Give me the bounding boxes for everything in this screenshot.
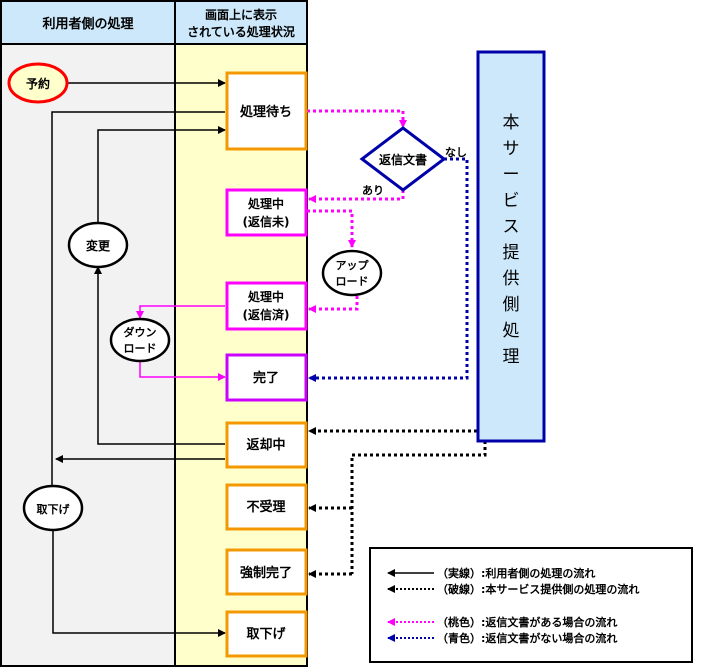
node-download-label-1: ダウン	[124, 325, 157, 339]
decision-label: 返信文書	[379, 152, 427, 167]
node-upload-label-1: アップ	[336, 258, 370, 272]
arrow-service-branch	[350, 441, 487, 574]
user-lane-title: 利用者側の処理	[42, 16, 133, 32]
arrow-withdraw-to-withdrawn	[52, 531, 226, 637]
decision-yes-label: あり	[362, 184, 384, 197]
decision-reply-document: 返信文書	[359, 126, 447, 192]
arrow-returning-to-change	[94, 266, 225, 445]
service-side-char: 側	[503, 295, 520, 315]
status-lane-title-1: 画面上に表示	[205, 7, 277, 22]
status-processing-replied: 処理中 (返信済)	[225, 281, 308, 331]
status-replied-label-1: 処理中	[247, 289, 284, 304]
node-change: 変更	[67, 221, 129, 269]
status-forced-complete-label: 強制完了	[240, 565, 292, 581]
user-lane-header	[1, 1, 175, 44]
status-forced-complete: 強制完了	[225, 548, 308, 596]
node-download: ダウン ロード	[109, 317, 171, 363]
service-side-char: 提	[503, 243, 520, 263]
arrow-waiting-to-withdraw	[48, 111, 225, 497]
status-returning: 返却中	[225, 421, 308, 469]
legend-solid-label: （実線）:利用者側の処理の流れ	[437, 566, 595, 580]
status-rejected: 不受理	[225, 483, 308, 531]
node-change-label: 変更	[86, 238, 111, 253]
status-returning-label: 返却中	[246, 437, 285, 453]
status-rejected-label: 不受理	[246, 499, 285, 515]
service-side-char: ビ	[503, 191, 520, 211]
status-withdrawn: 取下げ	[225, 610, 308, 658]
status-replied-label-2: (返信済)	[243, 307, 290, 322]
arrow-decision-no	[308, 157, 469, 382]
node-upload-label-2: ロード	[336, 275, 369, 288]
node-upload: アップ ロード	[321, 249, 383, 297]
status-complete-label: 完了	[253, 370, 279, 386]
service-side-char: 処	[503, 321, 520, 341]
service-side-char: 理	[503, 347, 520, 367]
status-complete: 完了	[225, 353, 308, 402]
legend-pink-label: （桃色）:返信文書がある場合の流れ	[437, 615, 617, 629]
legend-blue-label: （青色）:返信文書がない場合の流れ	[437, 631, 617, 645]
arrow-replied-to-download	[136, 305, 225, 319]
arrow-change-to-waiting	[97, 126, 226, 223]
arrow-unreplied-to-upload	[307, 209, 356, 248]
service-side-char: 供	[503, 269, 520, 289]
arrow-upload-to-replied	[308, 296, 359, 313]
status-waiting-label: 処理待ち	[239, 104, 292, 120]
status-processing-unreplied: 処理中 (返信未)	[225, 188, 308, 237]
service-side-char: ー	[503, 165, 520, 185]
status-lane-title-2: されている処理状況	[187, 24, 295, 39]
node-reserve-label: 予約	[26, 76, 50, 91]
legend-dotted-label: （破線）:本サービス提供側の処理の流れ	[437, 582, 639, 596]
status-waiting: 処理待ち	[225, 71, 308, 151]
status-unreplied-label-1: 処理中	[247, 196, 284, 211]
node-withdraw: 取下げ	[22, 484, 84, 532]
arrow-decision-yes	[308, 190, 405, 203]
status-withdrawn-label: 取下げ	[246, 626, 286, 642]
service-side-char: 本	[503, 113, 520, 133]
legend: （実線）:利用者側の処理の流れ （破線）:本サービス提供側の処理の流れ （桃色）…	[369, 547, 693, 663]
status-lane-header	[175, 1, 307, 44]
service-side-char: ス	[503, 217, 520, 237]
node-withdraw-label: 取下げ	[37, 502, 71, 516]
arrow-download-to-complete	[139, 361, 226, 381]
decision-no-label: なし	[445, 146, 467, 159]
service-side-char: サ	[503, 139, 520, 159]
status-unreplied-label-2: (返信未)	[243, 214, 290, 229]
arrow-waiting-to-decision	[307, 109, 407, 128]
node-download-label-2: ロード	[124, 342, 157, 355]
node-reserve: 予約	[7, 62, 69, 104]
